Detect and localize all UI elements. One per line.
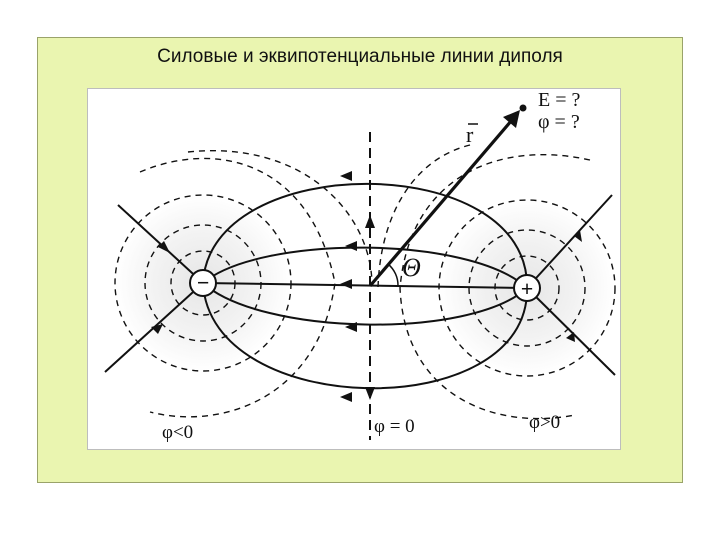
positive-charge: + [513,274,541,302]
phi-negative-label: φ<0 [162,422,193,443]
dipole-figure: − + E = ? φ = ? r Θ φ<0 φ = 0 φ>0 [87,88,621,450]
negative-charge: − [189,269,217,297]
negative-charge-sign: − [197,270,210,295]
phi-positive-label: φ>0 [529,412,560,433]
field-arrows [151,171,582,402]
potential-question-label: φ = ? [538,111,580,133]
phi-zero-label: φ = 0 [374,416,415,437]
field-lines [104,182,616,390]
figure-border [87,88,621,450]
slide-title: Силовые и эквипотенциальные линии диполя [157,46,563,67]
dipole-svg: − + E = ? φ = ? r Θ φ<0 φ = 0 φ>0 [87,88,621,450]
radius-vector-label: r [466,122,474,147]
radius-vector-line [368,118,514,288]
observation-point [519,104,527,112]
angle-label: Θ [402,253,421,282]
radius-vector-arrowhead [503,110,520,128]
positive-charge-sign: + [521,276,534,301]
field-question-label: E = ? [538,89,580,111]
angle-arc [387,263,399,287]
